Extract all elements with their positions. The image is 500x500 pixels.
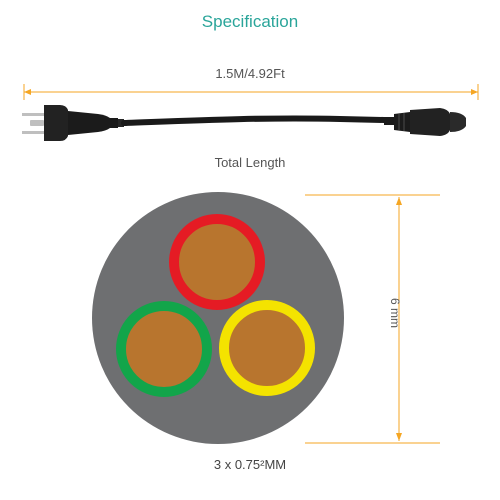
cable-length-label: 1.5M/4.92Ft	[215, 66, 285, 81]
wire-gauge-label: 3 x 0.75²MM	[213, 457, 287, 472]
length-dimension	[23, 84, 479, 100]
power-cord	[121, 115, 387, 126]
iec-c5-connector-icon	[384, 108, 466, 136]
diameter-label: 6 mm	[388, 298, 402, 328]
diameter-dimension	[305, 194, 440, 444]
cable-cross-section	[92, 192, 344, 444]
total-length-label: Total Length	[214, 155, 286, 170]
red-wire	[169, 214, 265, 310]
yellow-wire	[219, 300, 315, 396]
nema-5-15p-plug-icon	[22, 105, 124, 141]
spec-title: Specification	[201, 12, 299, 31]
green-wire	[116, 301, 212, 397]
